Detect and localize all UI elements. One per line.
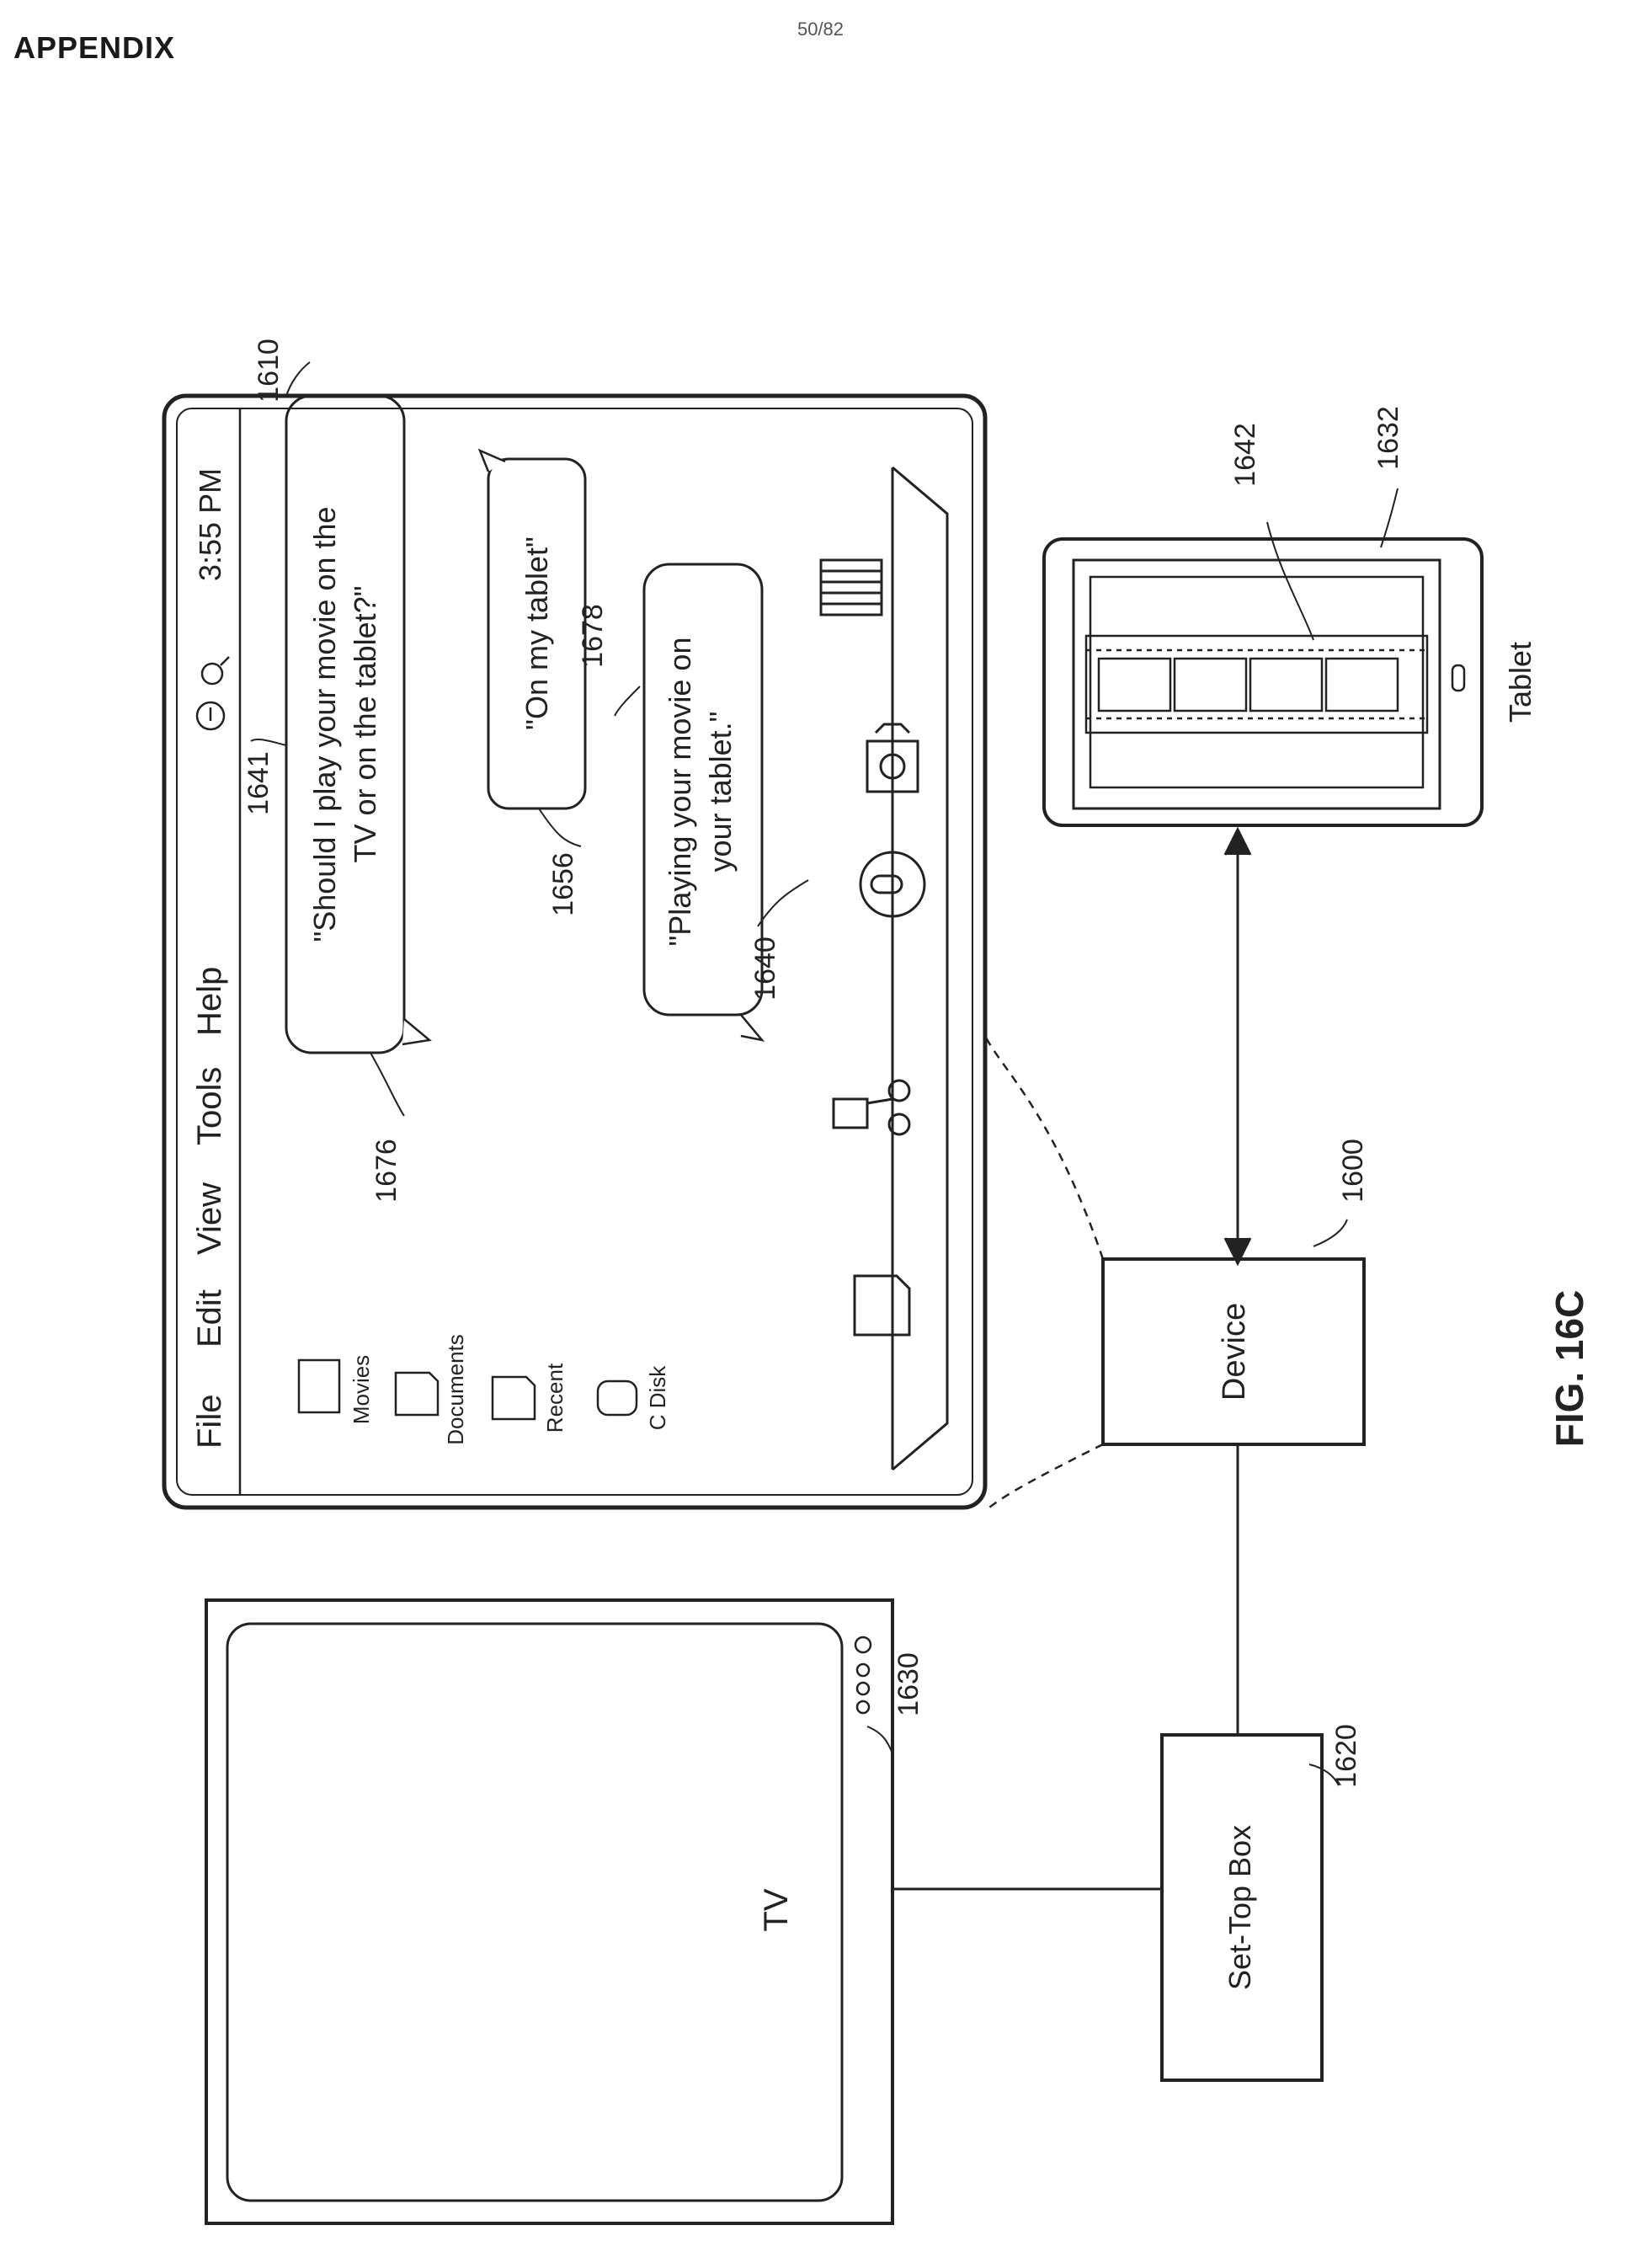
dock-camera-icon[interactable] xyxy=(866,723,919,793)
documents-icon[interactable] xyxy=(394,1371,440,1417)
appendix-label: APPENDIX xyxy=(13,30,176,65)
bubble-question-inner-ref: 1641 xyxy=(242,751,274,815)
bubble-question-line2: TV or on the tablet?" xyxy=(348,586,382,863)
bubble-question: "Should I play your movie on the TV or o… xyxy=(285,394,432,1054)
device-ref: 1600 xyxy=(1337,1139,1369,1203)
stb-ref: 1620 xyxy=(1330,1724,1362,1788)
bubble-confirm: "Playing your movie on your tablet." xyxy=(642,563,765,1042)
bubble-answer: "On my tablet" xyxy=(477,448,587,810)
c-disk-label: C Disk xyxy=(645,1365,670,1431)
power-icon xyxy=(195,701,226,731)
dock-folder-icon[interactable] xyxy=(853,1274,911,1337)
menu-view[interactable]: View xyxy=(191,1182,228,1255)
device-label: Device xyxy=(1217,1303,1252,1401)
device-tablet-link xyxy=(1223,826,1252,1267)
bubble-question-line1: "Should I play your movie on the xyxy=(307,506,342,942)
bubble-answer-text: "On my tablet" xyxy=(519,536,554,730)
recent-label: Recent xyxy=(542,1363,567,1433)
tv-label: TV xyxy=(758,1888,795,1931)
bubble-answer-ref: 1656 xyxy=(547,852,579,916)
tablet: Tablet 1642 1632 xyxy=(1042,406,1537,827)
movies-label: Movies xyxy=(349,1355,374,1424)
set-top-box: Set-Top Box 1620 xyxy=(1160,1724,1362,2082)
status-icons xyxy=(195,656,230,731)
dock xyxy=(819,466,949,1471)
microphone-icon[interactable] xyxy=(859,851,926,918)
movies-icon[interactable] xyxy=(297,1358,341,1414)
documents-label: Documents xyxy=(443,1334,468,1445)
device: Device 1600 xyxy=(1101,1139,1369,1446)
tablet-home-button xyxy=(1451,664,1466,692)
tv-ref: 1630 xyxy=(892,1652,924,1716)
dock-document-icon[interactable] xyxy=(819,558,883,616)
clock: 3:55 PM xyxy=(193,468,227,581)
desktop-icons xyxy=(297,1358,638,1421)
figure-caption: FIG. 16C xyxy=(1548,1290,1591,1448)
menu-help[interactable]: Help xyxy=(191,967,228,1036)
tablet-ref: 1632 xyxy=(1372,406,1404,470)
projection-lines xyxy=(983,1035,1105,1508)
menu-file[interactable]: File xyxy=(191,1395,228,1449)
bubble-question-ref: 1676 xyxy=(370,1139,402,1203)
bubble-confirm-line1: "Playing your movie on xyxy=(663,638,697,947)
screen: File Edit View Tools Help 3:55 PM Movies… xyxy=(162,339,988,1510)
tablet-video-ref: 1642 xyxy=(1229,423,1261,487)
recent-icon[interactable] xyxy=(491,1375,536,1421)
bubble-confirm-ref: 1678 xyxy=(577,604,609,668)
stb-label: Set-Top Box xyxy=(1223,1825,1257,1990)
search-icon xyxy=(200,662,224,686)
mic-ref: 1640 xyxy=(749,937,781,1001)
bubble-confirm-line2: your tablet." xyxy=(703,712,738,873)
film-strip xyxy=(1084,634,1429,734)
tv: TV 1630 xyxy=(205,1598,924,2225)
menu-edit[interactable]: Edit xyxy=(191,1289,228,1347)
menu-tools[interactable]: Tools xyxy=(191,1067,228,1145)
dock-music-icon[interactable] xyxy=(832,1079,911,1136)
page-number: 50/82 xyxy=(797,19,844,40)
tablet-label: Tablet xyxy=(1503,642,1537,723)
c-disk-icon[interactable] xyxy=(596,1379,638,1417)
screen-ref: 1610 xyxy=(253,339,285,403)
